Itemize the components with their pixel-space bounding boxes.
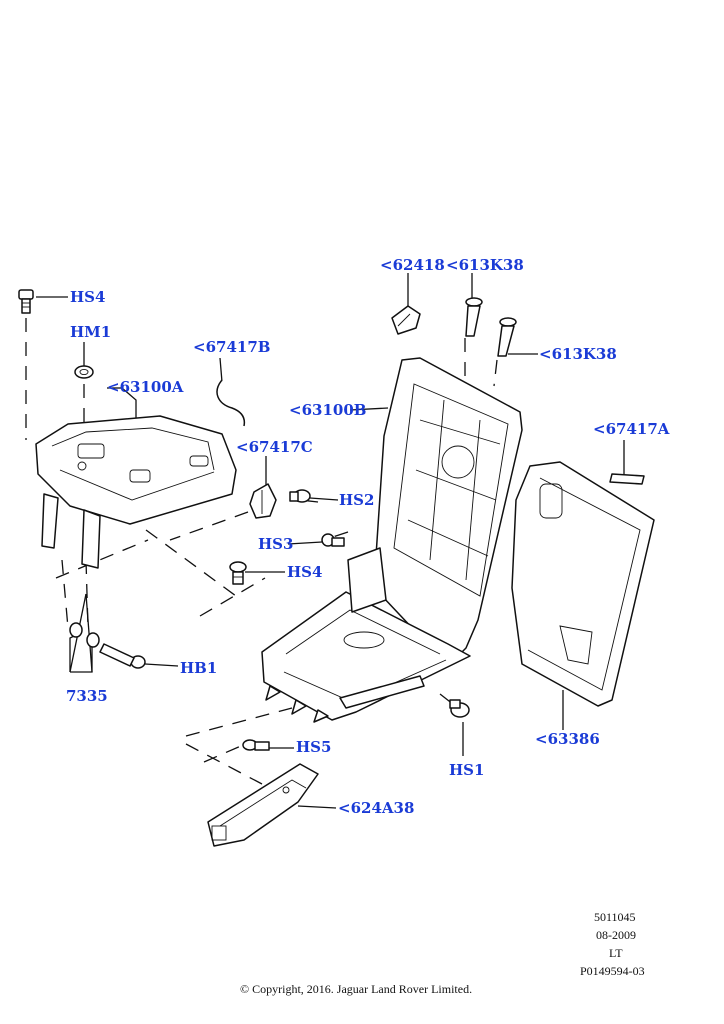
clip-67417c-icon xyxy=(249,483,277,519)
label-67417a-icon xyxy=(609,473,645,485)
illustration-id: P0149594-03 xyxy=(580,964,645,978)
hinge-bracket-624a38-icon xyxy=(207,763,319,847)
label-62418[interactable]: <62418 xyxy=(380,256,445,274)
wire-harness-67417b-icon xyxy=(216,379,246,427)
label-63100b[interactable]: <63100B xyxy=(289,401,367,419)
seat-base-frame-icon xyxy=(261,547,471,723)
copyright-notice: © Copyright, 2016. Jaguar Land Rover Lim… xyxy=(240,982,473,996)
headrest-sleeve-613k38-right-icon xyxy=(497,317,517,357)
label-hs3[interactable]: HS3 xyxy=(258,535,294,553)
label-hs2[interactable]: HS2 xyxy=(339,491,375,509)
label-613k38-top[interactable]: <613K38 xyxy=(446,256,524,274)
washer-7335-icon xyxy=(69,622,100,648)
label-67417c[interactable]: <67417C xyxy=(236,438,313,456)
label-hs4-mid[interactable]: HS4 xyxy=(287,563,323,581)
bolt-hs4-top-icon xyxy=(18,289,34,314)
label-hs1[interactable]: HS1 xyxy=(449,761,485,779)
document-code: 5011045 xyxy=(594,910,636,924)
label-67417a[interactable]: <67417A xyxy=(593,420,670,438)
label-7335[interactable]: 7335 xyxy=(66,687,108,705)
document-date: 08-2009 xyxy=(596,928,636,942)
label-hm1[interactable]: HM1 xyxy=(70,323,112,341)
bolt-hs2-icon xyxy=(289,489,311,503)
nut-hm1-icon xyxy=(74,365,94,379)
label-613k38-right[interactable]: <613K38 xyxy=(539,345,617,363)
document-variant: LT xyxy=(609,946,623,960)
bolt-hs5-icon xyxy=(242,739,270,751)
label-624a38[interactable]: <624A38 xyxy=(338,799,415,817)
seat-cushion-frame-icon xyxy=(35,415,237,569)
label-67417b[interactable]: <67417B xyxy=(193,338,271,356)
bolt-hs1-icon xyxy=(449,699,470,718)
bolt-hs3-icon xyxy=(321,533,345,547)
assembly-dashed-lines xyxy=(25,318,498,785)
label-hs4-top[interactable]: HS4 xyxy=(70,288,106,306)
label-hs5[interactable]: HS5 xyxy=(296,738,332,756)
bolt-hs4-mid-icon xyxy=(229,561,247,585)
headrest-guide-62418-icon xyxy=(391,305,421,335)
label-63100a[interactable]: <63100A xyxy=(107,378,184,396)
bolt-hb1-icon xyxy=(99,643,146,669)
seat-back-frame-icon xyxy=(375,357,523,667)
label-hb1[interactable]: HB1 xyxy=(180,659,218,677)
seat-back-panel-icon xyxy=(511,461,655,707)
headrest-sleeve-613k38-top-icon xyxy=(465,297,483,337)
label-63386[interactable]: <63386 xyxy=(535,730,600,748)
